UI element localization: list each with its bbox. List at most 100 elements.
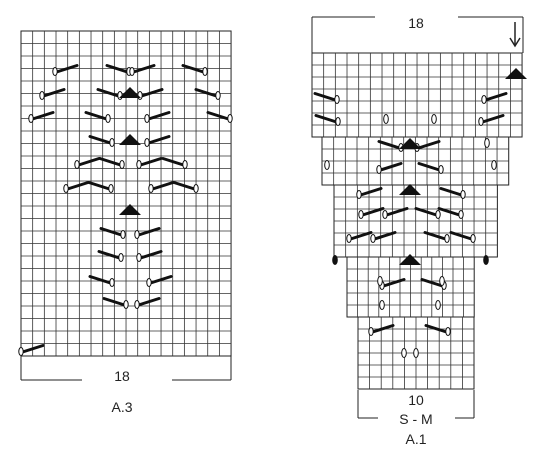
yarn-over-icon	[28, 114, 34, 123]
decrease-stitch-icon	[40, 88, 66, 98]
yarn-over-icon	[435, 300, 441, 310]
chart-a1-grid	[311, 52, 523, 390]
yarn-over-icon	[438, 165, 444, 174]
yarn-over-icon	[370, 234, 376, 243]
row-direction-arrow-icon	[509, 22, 521, 48]
yarn-over-icon	[481, 95, 487, 104]
yarn-over-icon	[334, 95, 340, 104]
decrease-stitch-icon	[87, 181, 113, 191]
decrease-stitch-icon	[161, 157, 187, 167]
chart-a1: 18 10 S - M A.1	[311, 15, 527, 447]
yarn-over-icon	[109, 138, 115, 147]
decrease-stitch-icon	[19, 344, 45, 354]
yarn-over-icon	[358, 210, 364, 219]
decrease-stitch-icon	[359, 207, 385, 217]
double-decrease-icon	[399, 254, 421, 265]
decrease-stitch-icon	[194, 88, 220, 98]
decrease-stitch-icon	[29, 111, 55, 121]
decrease-stitch-icon	[97, 250, 123, 260]
chart-a3-title: A.3	[111, 399, 132, 415]
decrease-stitch-icon	[84, 111, 110, 121]
decrease-stitch-icon	[137, 157, 163, 167]
double-decrease-icon	[119, 87, 141, 98]
yarn-over-icon	[376, 165, 382, 174]
chart-a3-symbols	[18, 64, 233, 356]
decrease-stitch-icon	[172, 181, 198, 191]
yarn-over-icon	[491, 160, 497, 170]
yarn-over-icon	[458, 210, 464, 219]
decrease-stitch-icon	[415, 140, 441, 150]
decrease-stitch-icon	[377, 140, 403, 150]
yarn-over-icon	[435, 210, 441, 219]
decrease-stitch-icon	[437, 207, 463, 217]
decrease-stitch-icon	[357, 187, 383, 197]
decrease-stitch-icon	[181, 64, 207, 74]
yarn-over-icon	[123, 300, 129, 309]
yarn-over-icon	[383, 114, 389, 124]
decrease-stitch-icon	[369, 324, 395, 334]
decrease-stitch-icon	[130, 64, 156, 74]
yarn-over-icon	[413, 348, 419, 358]
yarn-over-icon	[144, 114, 150, 123]
yarn-over-icon	[105, 114, 111, 123]
yarn-over-icon	[478, 117, 484, 126]
chart-a1-size-label: S - M	[399, 411, 432, 427]
yarn-over-icon	[136, 160, 142, 169]
decrease-stitch-icon	[105, 64, 131, 74]
yarn-over-icon	[63, 184, 69, 193]
yarn-over-icon	[134, 230, 140, 239]
yarn-over-icon	[144, 138, 150, 147]
yarn-over-icon	[74, 160, 80, 169]
decrease-stitch-icon	[417, 162, 443, 172]
decrease-stitch-icon	[75, 157, 101, 167]
yarn-over-icon	[119, 160, 125, 169]
decrease-stitch-icon	[135, 227, 161, 237]
yarn-over-icon	[134, 300, 140, 309]
decrease-stitch-icon	[371, 231, 397, 241]
decrease-stitch-icon	[377, 162, 403, 172]
yarn-over-icon	[460, 190, 466, 199]
yarn-over-icon	[52, 67, 58, 76]
double-decrease-icon	[505, 68, 527, 79]
decrease-stitch-icon	[424, 324, 450, 334]
chart-a1-bottom-width-label: 10	[408, 392, 424, 408]
chart-a3-width-bracket	[20, 355, 232, 381]
decrease-stitch-icon	[423, 231, 449, 241]
decrease-stitch-icon	[53, 64, 79, 74]
decrease-stitch-icon	[88, 275, 114, 285]
decrease-stitch-icon	[482, 92, 508, 102]
decrease-stitch-icon	[102, 297, 128, 307]
decrease-stitch-icon	[145, 111, 171, 121]
chart-a1-width-label: 18	[408, 15, 424, 31]
decrease-stitch-icon	[147, 275, 173, 285]
decrease-stitch-icon	[149, 181, 175, 191]
decrease-stitch-icon	[138, 88, 164, 98]
decrease-stitch-icon	[64, 181, 90, 191]
yarn-over-icon	[324, 160, 330, 170]
decrease-stitch-icon	[96, 88, 122, 98]
decrease-stitch-icon	[347, 231, 373, 241]
decrease-stitch-icon	[383, 207, 409, 217]
yarn-over-icon	[146, 278, 152, 287]
decrease-stitch-icon	[314, 114, 340, 124]
decrease-stitch-icon	[439, 187, 465, 197]
double-decrease-icon	[119, 134, 141, 145]
decrease-stitch-icon	[98, 157, 124, 167]
decrease-stitch-icon	[145, 135, 171, 145]
yarn-over-icon	[148, 184, 154, 193]
yarn-over-icon	[377, 276, 383, 286]
decrease-stitch-icon	[414, 207, 440, 217]
yarn-over-icon	[129, 67, 135, 76]
decrease-stitch-icon	[313, 92, 339, 102]
yarn-over-icon	[215, 91, 221, 100]
yarn-over-icon	[470, 234, 476, 243]
decrease-stitch-icon	[380, 278, 406, 288]
increase-stitch-icon	[483, 255, 489, 265]
yarn-over-icon	[439, 276, 445, 286]
yarn-over-icon	[382, 210, 388, 219]
double-decrease-icon	[399, 184, 421, 195]
chart-a1-top-bracket	[311, 16, 524, 53]
yarn-over-icon	[18, 347, 24, 356]
increase-stitch-icon	[332, 255, 338, 265]
yarn-over-icon	[39, 91, 45, 100]
